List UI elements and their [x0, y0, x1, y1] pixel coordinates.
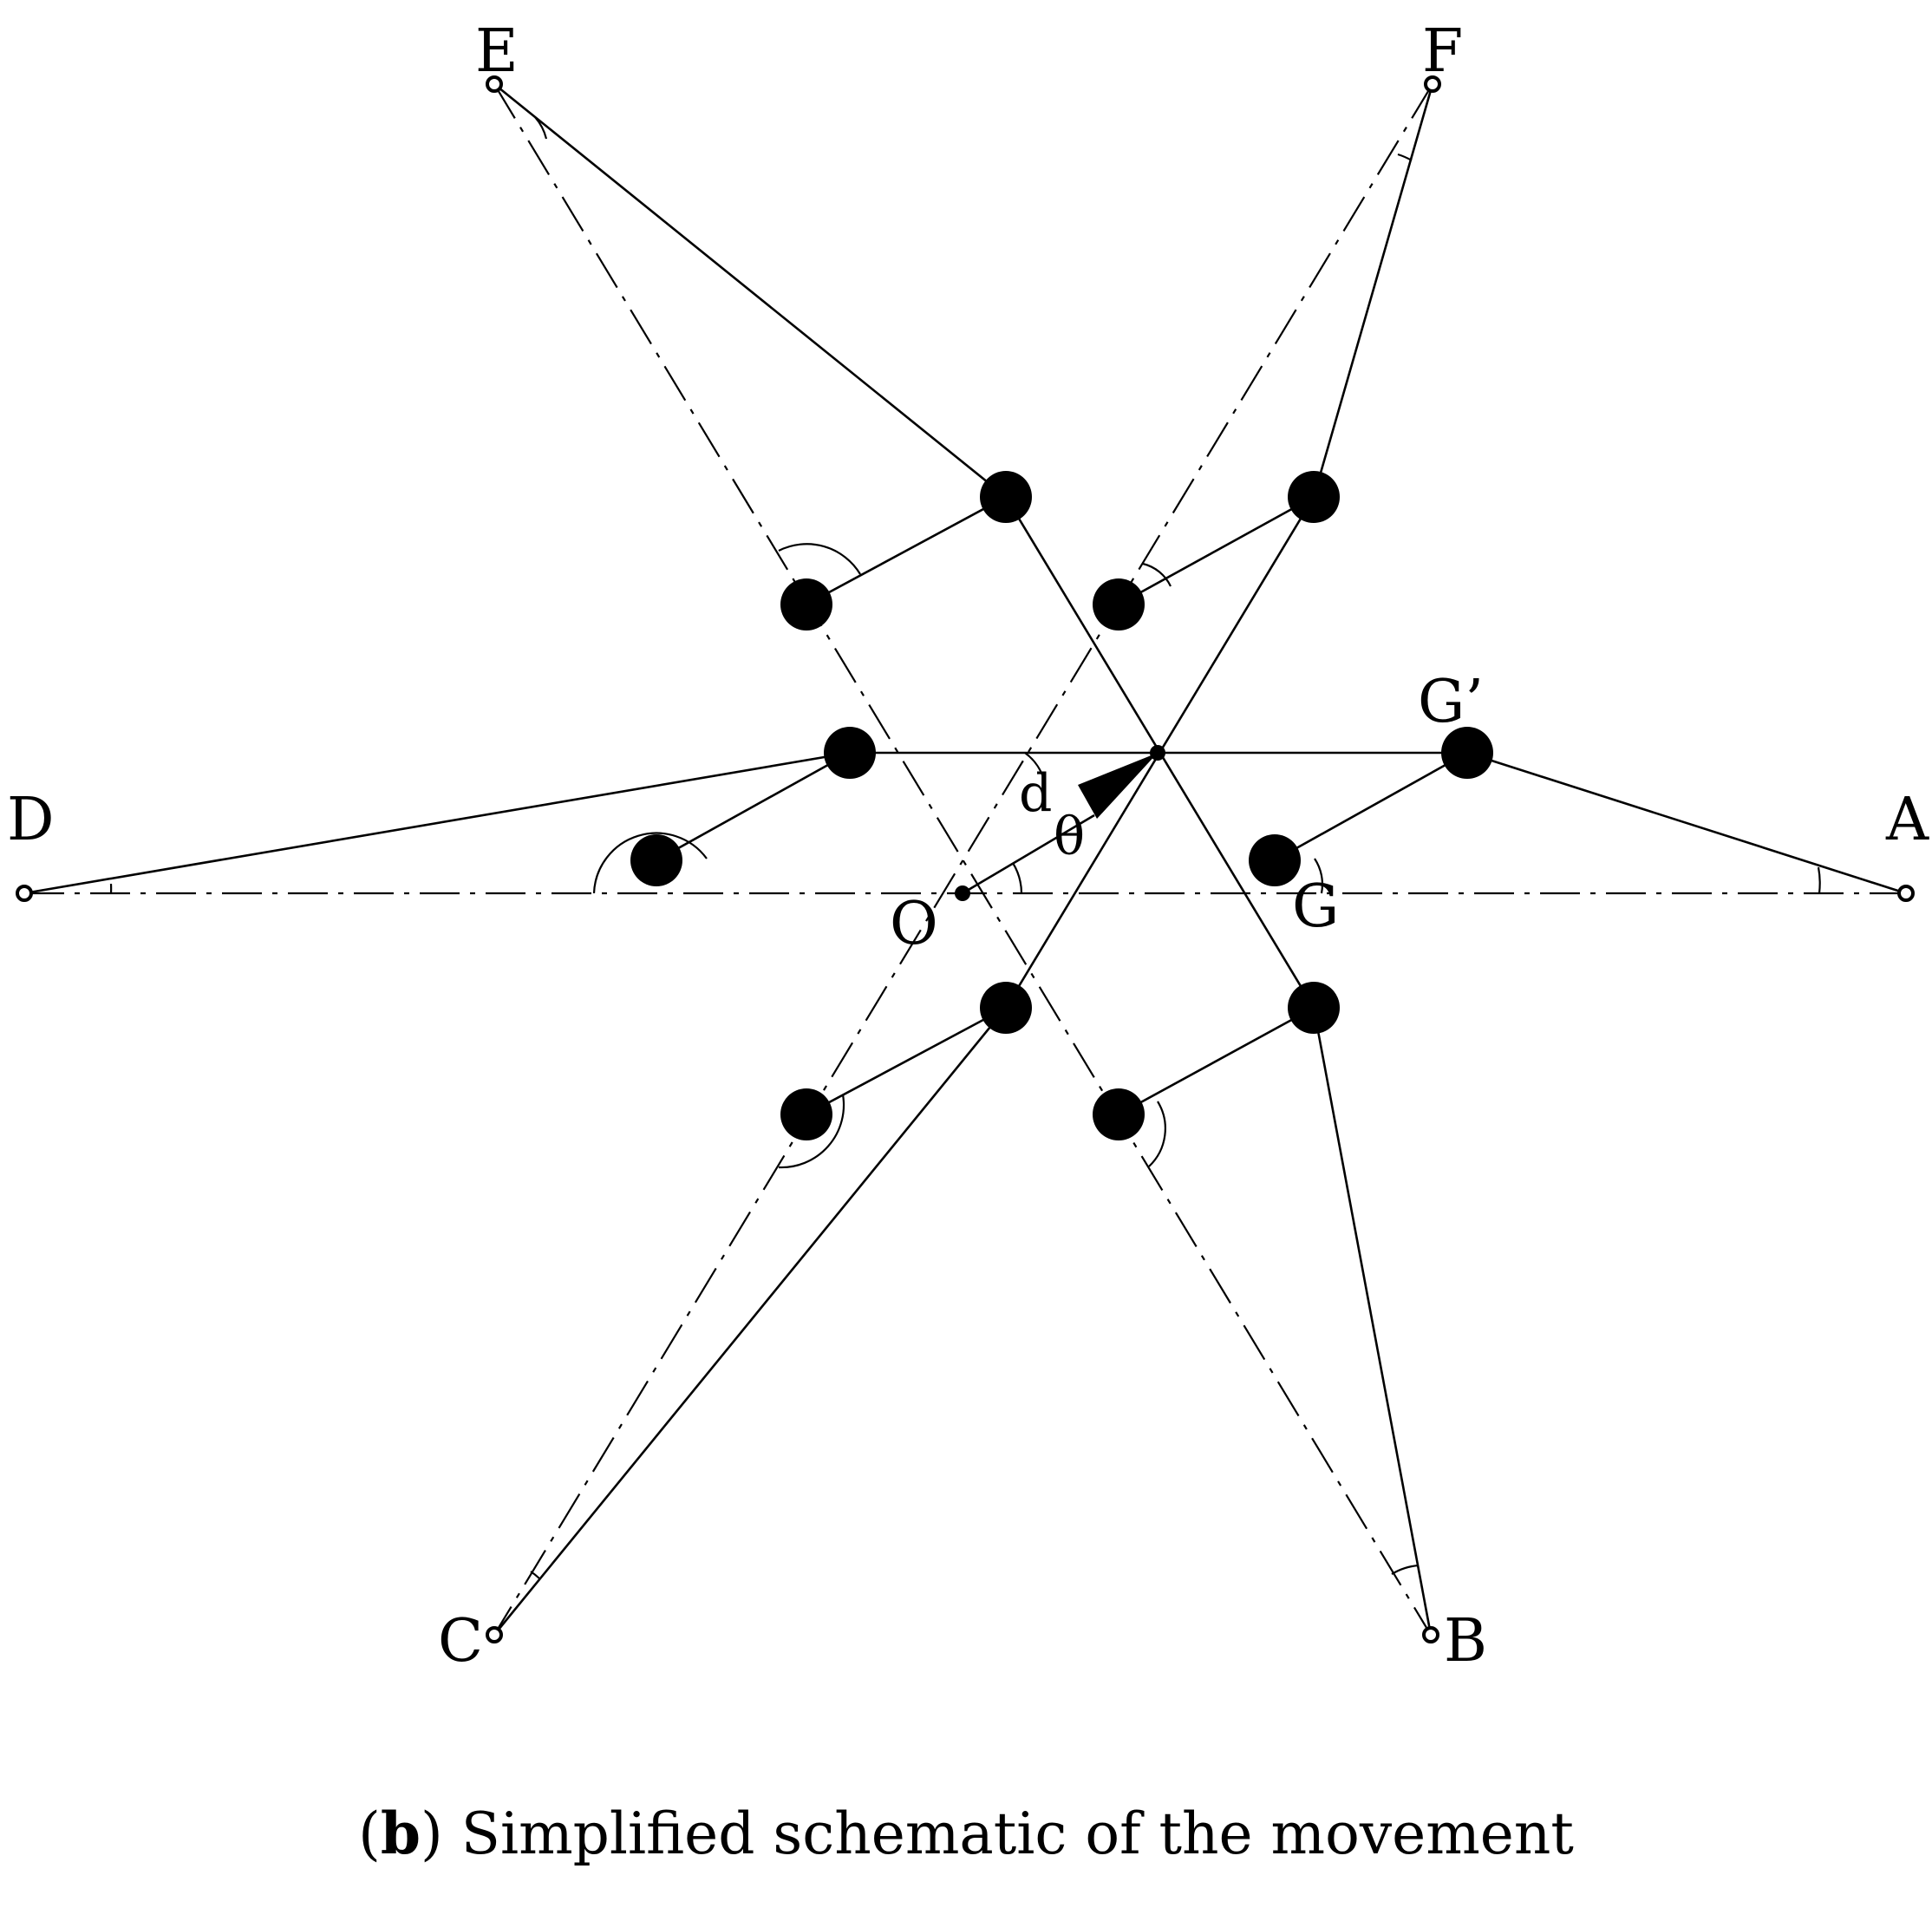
- label-d: d: [1019, 763, 1052, 824]
- angle-arc-lower-left-crank: [778, 1094, 845, 1169]
- crank-lower-right: [1118, 1006, 1315, 1116]
- angle-arc-left-crank: [592, 832, 708, 894]
- pivot-C: [486, 1626, 503, 1643]
- angle-mark-C: [530, 1571, 540, 1579]
- crank-right: [1274, 751, 1468, 862]
- angle-mark-E: [534, 116, 548, 140]
- link-D: [23, 751, 851, 895]
- platform-center-point: [1150, 745, 1165, 761]
- crank-upper-left: [806, 495, 1007, 606]
- label-E: E: [475, 17, 519, 86]
- movement-schematic: E F D A C B G’ G O d θ: [7, 17, 1929, 1676]
- pivot-E: [486, 75, 503, 93]
- joint-lower-left-outer: [980, 982, 1032, 1034]
- joint-G-prime: [1441, 727, 1493, 779]
- caption-tag: b: [380, 1800, 421, 1867]
- joint-upper-left-outer: [980, 471, 1032, 523]
- pivot-A: [1897, 885, 1915, 902]
- caption-text: Simplified schematic of the movement: [460, 1800, 1574, 1867]
- reference-line-E-B: [493, 83, 1432, 1636]
- link-F: [1312, 83, 1434, 498]
- joint-left-inner: [630, 834, 682, 886]
- angle-arc-right-crank: [1314, 858, 1324, 894]
- joint-G: [1249, 834, 1301, 886]
- pivot-F: [1424, 75, 1441, 93]
- angle-mark-A: [1817, 866, 1821, 894]
- label-G: G: [1292, 872, 1339, 941]
- link-E: [493, 82, 1007, 499]
- label-B: B: [1444, 1607, 1487, 1676]
- joint-upper-right-outer: [1288, 471, 1340, 523]
- angle-arc-d: [1024, 752, 1047, 784]
- angle-arc-upper-right-crank: [1142, 562, 1172, 587]
- label-O: O: [890, 890, 938, 958]
- label-theta: θ: [1054, 807, 1085, 867]
- joint-upper-right-inner: [1093, 578, 1145, 631]
- joint-lower-left-inner: [780, 1088, 832, 1140]
- joint-left-outer: [824, 727, 876, 779]
- label-D: D: [7, 786, 55, 854]
- link-A: [1466, 751, 1907, 895]
- figure-caption: (b) Simplified schematic of the movement: [358, 1800, 1574, 1867]
- angle-arc-theta: [1012, 862, 1023, 894]
- joint-lower-right-outer: [1288, 982, 1340, 1034]
- angle-arc-lower-right-crank: [1148, 1101, 1166, 1167]
- joint-upper-left-inner: [780, 578, 832, 631]
- joint-lower-right-inner: [1093, 1088, 1145, 1140]
- crank-lower-left: [806, 1006, 1007, 1116]
- label-A: A: [1885, 786, 1929, 854]
- link-C: [493, 1007, 1008, 1636]
- point-O: [955, 885, 970, 901]
- angle-mark-B: [1391, 1564, 1420, 1575]
- displacement-arrowhead: [1078, 753, 1158, 819]
- label-F: F: [1422, 17, 1463, 86]
- pivot-D: [16, 885, 33, 902]
- link-B: [1312, 1007, 1433, 1636]
- angle-mark-F: [1397, 153, 1413, 161]
- reference-line-F-C: [493, 83, 1433, 1636]
- crank-upper-right: [1118, 495, 1315, 606]
- angle-arc-upper-left-crank: [778, 543, 861, 575]
- displacement-vector: [962, 814, 1095, 895]
- label-C: C: [438, 1607, 483, 1676]
- label-G-prime: G’: [1418, 668, 1484, 736]
- pivot-B: [1422, 1626, 1439, 1643]
